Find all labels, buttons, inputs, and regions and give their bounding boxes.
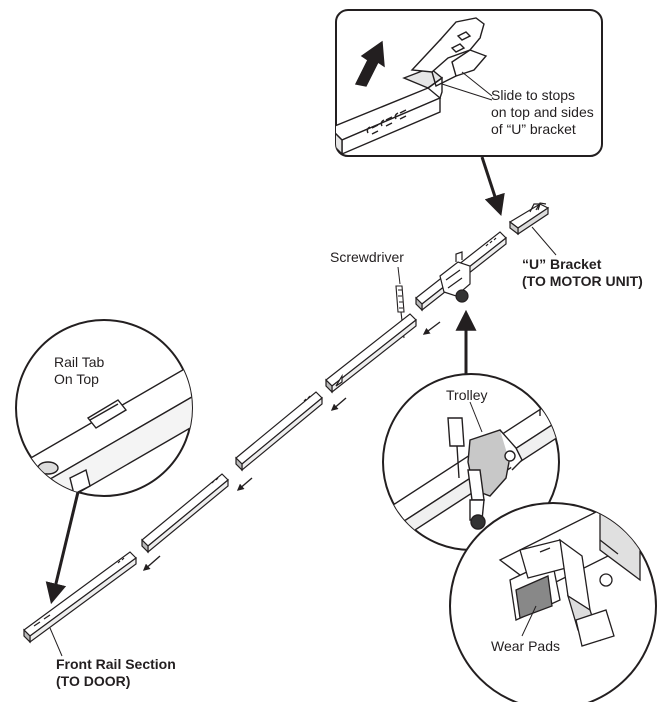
front-rail-section-label: Front Rail Section <box>56 656 176 672</box>
rail-section-2 <box>325 313 417 394</box>
front-rail-section-sublabel: (TO DOOR) <box>56 673 131 689</box>
u-bracket-detail-inset <box>335 9 603 157</box>
rail-tab-detail-inset <box>15 319 193 497</box>
wear-pads-label: Wear Pads <box>491 638 560 654</box>
u-bracket-label: “U” Bracket <box>522 256 602 272</box>
trolley-label: Trolley <box>446 387 488 403</box>
detail-pointer-arrow-top <box>480 156 505 216</box>
wear-pads-detail-inset <box>449 502 657 702</box>
rail-section-top <box>415 231 507 312</box>
u-bracket-sublabel: (TO MOTOR UNIT) <box>522 273 643 289</box>
rail-section-3 <box>235 391 323 472</box>
rail-section-4 <box>141 473 229 554</box>
detail-pointer-arrow-rail-tab <box>45 491 80 605</box>
front-rail-section <box>23 551 137 644</box>
rail-tab-label: Rail Tab On Top <box>54 354 105 387</box>
screwdriver-label: Screwdriver <box>330 249 404 265</box>
u-bracket <box>508 202 550 236</box>
slide-to-stops-note: Slide to stops on top and sides of “U” b… <box>491 87 594 137</box>
trolley-detail-inset <box>382 373 560 551</box>
